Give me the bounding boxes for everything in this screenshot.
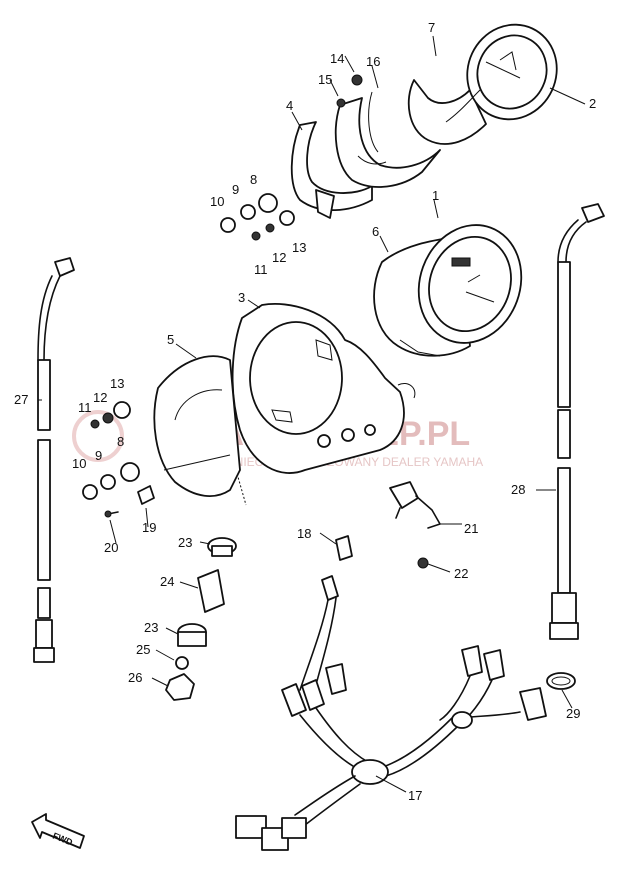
spring-19 bbox=[137, 485, 155, 505]
nut-26 bbox=[165, 673, 195, 701]
washer-25 bbox=[175, 656, 189, 670]
odometer-window bbox=[451, 257, 471, 267]
nut-8-top bbox=[258, 193, 278, 213]
washer-12 bbox=[102, 412, 114, 424]
meter-bracket-3 bbox=[231, 303, 416, 506]
bracket-21 bbox=[389, 481, 419, 509]
callout-7: 7 bbox=[428, 20, 435, 35]
callout-labels: 7 2 14 15 16 4 1 6 3 5 8 9 10 11 12 13 1… bbox=[14, 20, 596, 803]
screw-20 bbox=[104, 510, 112, 518]
small-parts-18-21-22 bbox=[335, 481, 441, 569]
bolt-10 bbox=[82, 484, 98, 500]
callout-9-top: 9 bbox=[232, 182, 239, 197]
nut-8 bbox=[120, 462, 140, 482]
hardware-left bbox=[82, 401, 155, 518]
bolt-11 bbox=[90, 419, 100, 429]
callout-5: 5 bbox=[167, 332, 174, 347]
bulb-18 bbox=[335, 535, 353, 561]
callout-3: 3 bbox=[238, 290, 245, 305]
watermark-logo-icon bbox=[72, 410, 124, 462]
callout-11-top: 11 bbox=[254, 262, 268, 277]
callout-25: 25 bbox=[136, 642, 150, 657]
callout-15: 15 bbox=[318, 72, 332, 87]
speedometer-cable-27 bbox=[33, 257, 75, 663]
callout-1: 1 bbox=[432, 188, 439, 203]
mount-parts-23-26 bbox=[165, 537, 237, 701]
callout-20: 20 bbox=[104, 540, 118, 555]
grommet-13-top bbox=[279, 210, 295, 226]
callout-17: 17 bbox=[408, 788, 422, 803]
meter-body-16 bbox=[334, 97, 441, 188]
bolt-10-top bbox=[220, 217, 236, 233]
callout-24: 24 bbox=[160, 574, 174, 589]
callout-9-left: 9 bbox=[95, 448, 102, 463]
callout-8-top: 8 bbox=[250, 172, 257, 187]
callout-8-left: 8 bbox=[117, 434, 124, 449]
washer-9 bbox=[100, 474, 116, 490]
tachometer-cable-28 bbox=[549, 203, 605, 640]
tachometer-assembly bbox=[290, 23, 558, 219]
callout-27: 27 bbox=[14, 392, 28, 407]
callout-22: 22 bbox=[454, 566, 468, 581]
callout-10-top: 10 bbox=[210, 194, 224, 209]
callout-4: 4 bbox=[286, 98, 293, 113]
callout-23-top: 23 bbox=[178, 535, 192, 550]
callout-12-left: 12 bbox=[93, 390, 107, 405]
grommet-13 bbox=[113, 401, 131, 419]
washer-9-top bbox=[240, 204, 256, 220]
connector-a bbox=[235, 815, 267, 839]
o-ring-29 bbox=[546, 672, 576, 690]
collar-24 bbox=[197, 569, 225, 613]
hardware-top bbox=[220, 193, 295, 241]
callout-23-bottom: 23 bbox=[144, 620, 158, 635]
callout-19: 19 bbox=[142, 520, 156, 535]
meter-case-bracket bbox=[315, 189, 335, 219]
meter-cover-5 bbox=[153, 355, 241, 497]
callout-2: 2 bbox=[589, 96, 596, 111]
callout-6: 6 bbox=[372, 224, 379, 239]
meter-ring-7 bbox=[407, 79, 487, 145]
callout-12-top: 12 bbox=[272, 250, 286, 265]
connector-c bbox=[281, 817, 307, 839]
callout-28: 28 bbox=[511, 482, 525, 497]
callout-13-left: 13 bbox=[110, 376, 124, 391]
wire-harness-17 bbox=[235, 575, 547, 851]
callout-14: 14 bbox=[330, 51, 344, 66]
callout-21: 21 bbox=[464, 521, 478, 536]
callout-11-left: 11 bbox=[78, 400, 92, 415]
callout-26: 26 bbox=[128, 670, 142, 685]
callout-16: 16 bbox=[366, 54, 380, 69]
leader-lines bbox=[38, 35, 586, 793]
washer-12-top bbox=[265, 223, 275, 233]
callout-18: 18 bbox=[297, 526, 311, 541]
speedometer-assembly bbox=[373, 224, 523, 357]
bolt-11-top bbox=[251, 231, 261, 241]
meter-case-lower-4 bbox=[290, 121, 373, 212]
screw-14 bbox=[351, 74, 363, 86]
screw-22 bbox=[417, 557, 429, 569]
callout-29: 29 bbox=[566, 706, 580, 721]
washer-15 bbox=[336, 98, 346, 108]
callout-13-top: 13 bbox=[292, 240, 306, 255]
arrow-icon bbox=[31, 813, 85, 849]
fwd-arrow: FWD bbox=[31, 813, 85, 849]
callout-10-left: 10 bbox=[72, 456, 86, 471]
